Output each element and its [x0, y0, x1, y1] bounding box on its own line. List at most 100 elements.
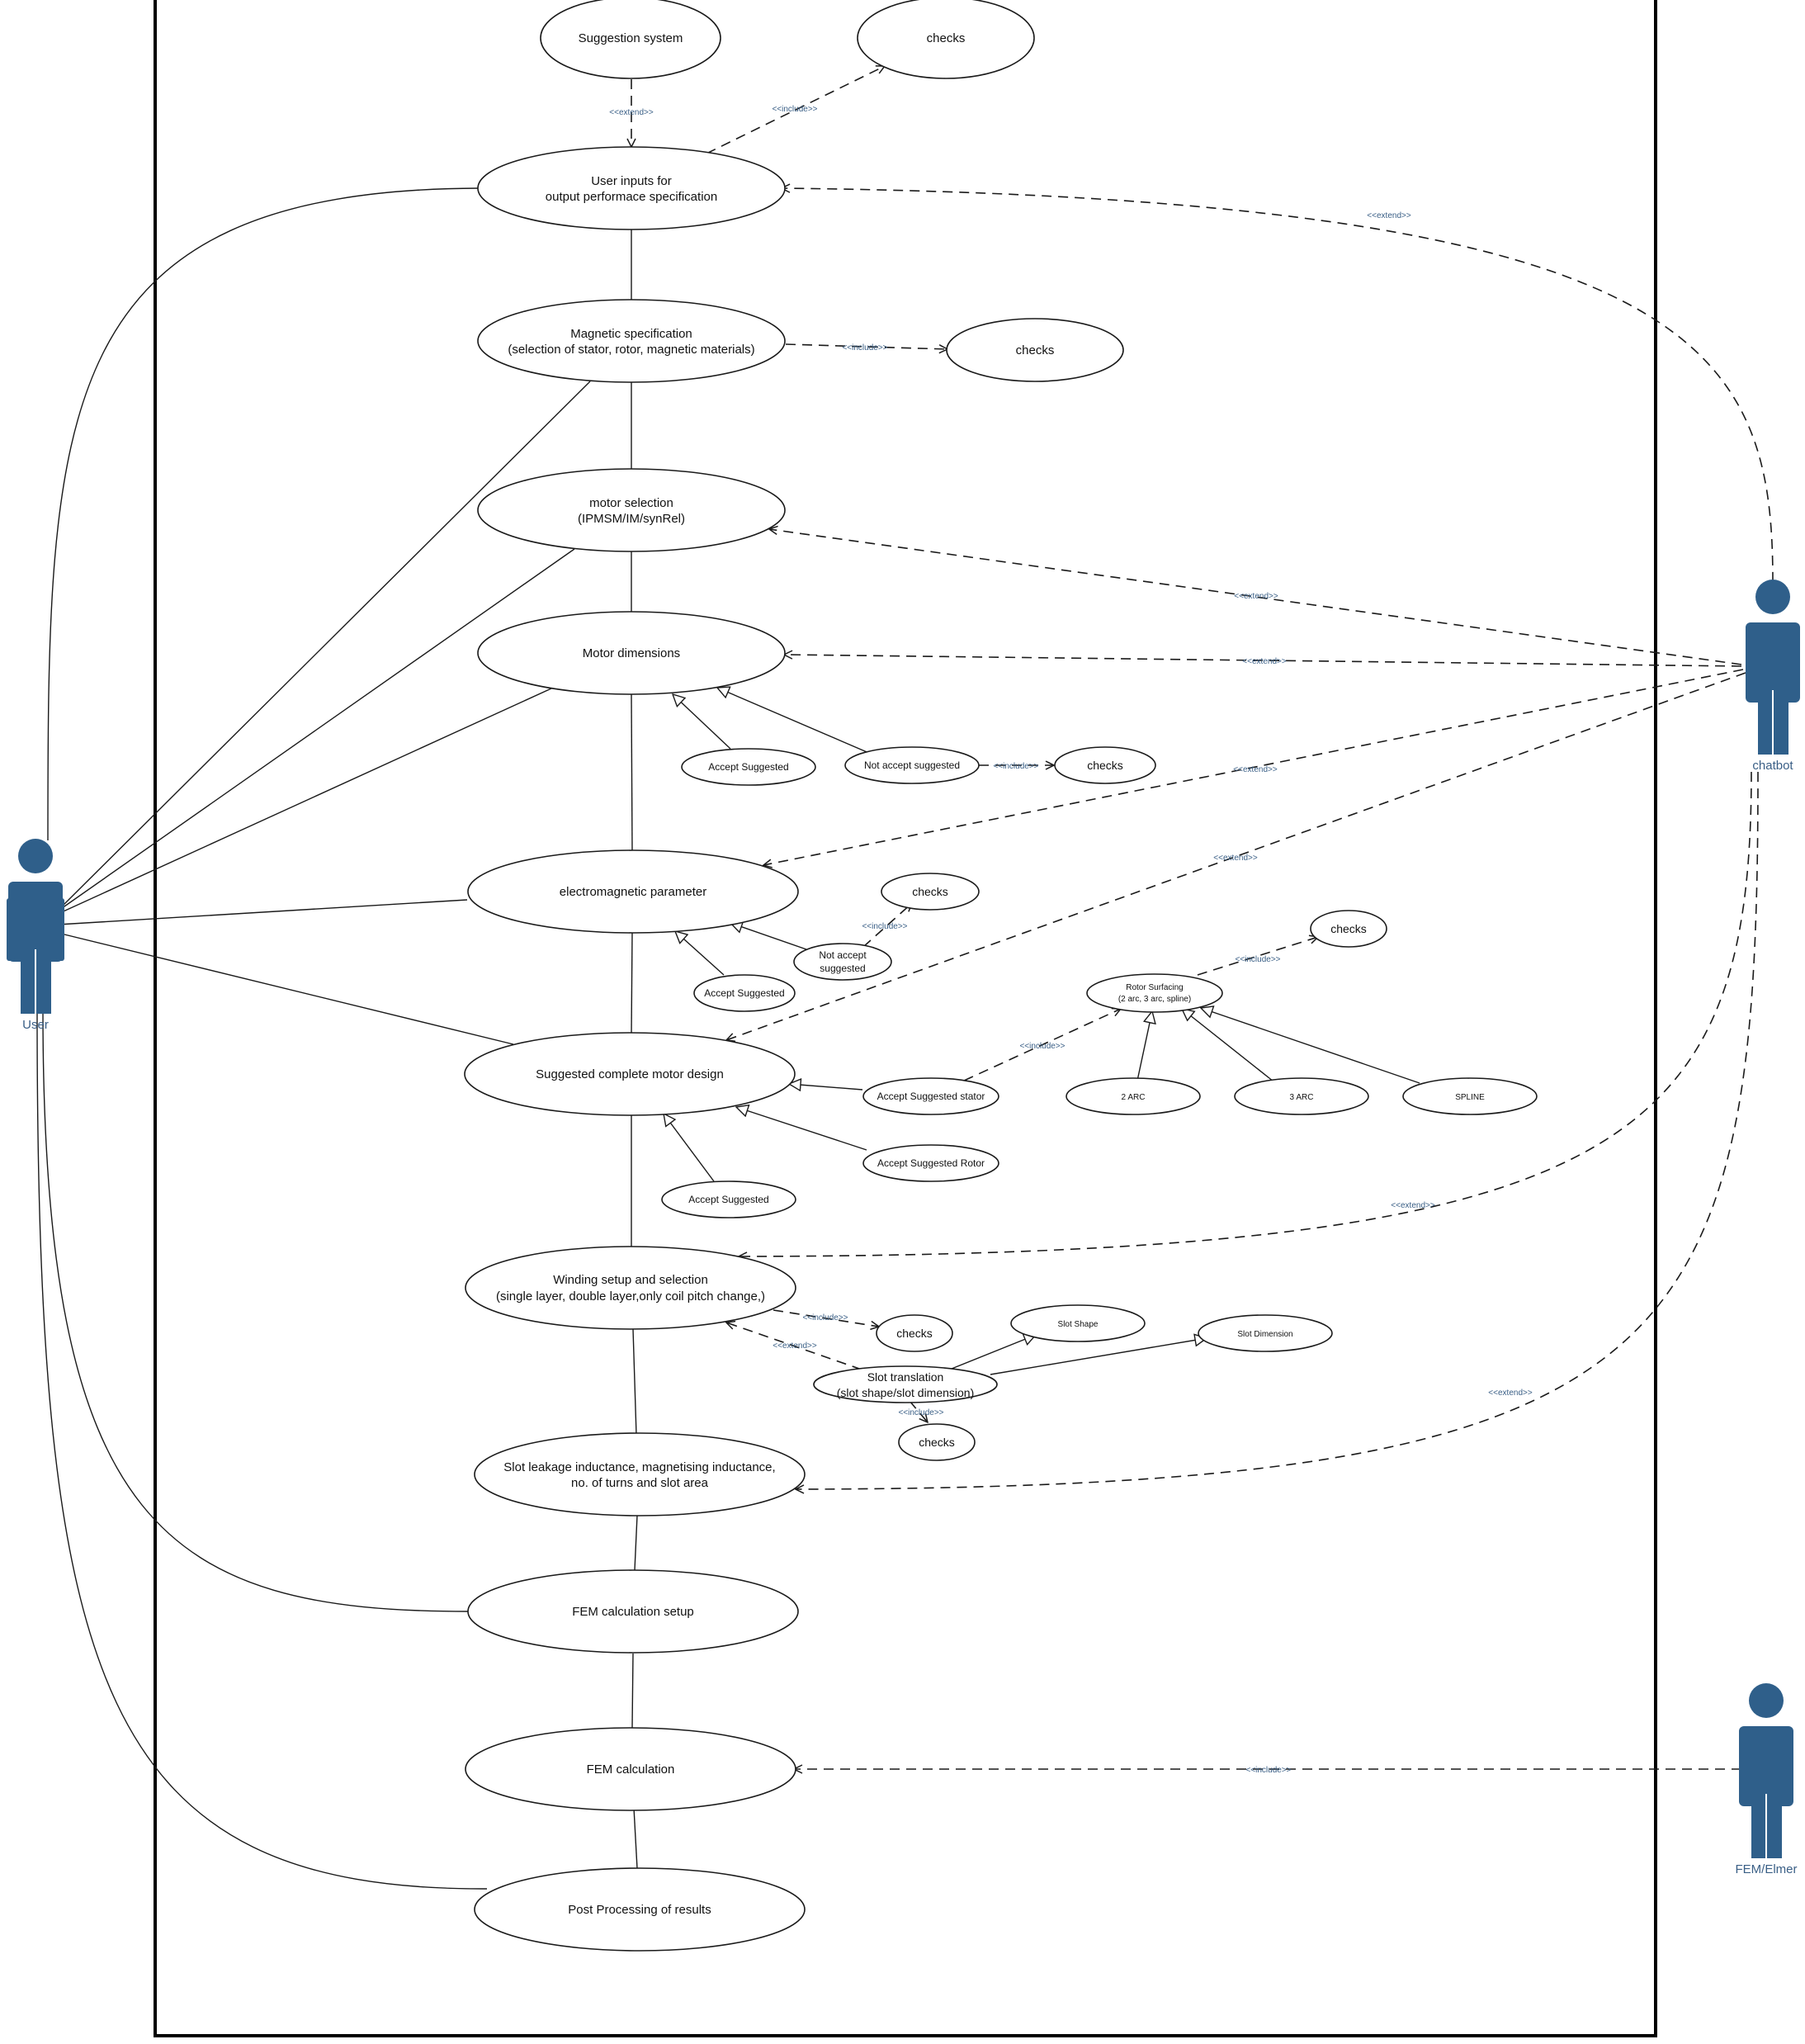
- svg-text:3 ARC: 3 ARC: [1290, 1093, 1314, 1102]
- svg-text:checks: checks: [896, 1327, 933, 1340]
- use-case-checks[interactable]: checks: [898, 1423, 976, 1461]
- use-case-checks[interactable]: checks: [857, 0, 1035, 79]
- svg-text:(2 arc, 3 arc, spline): (2 arc, 3 arc, spline): [1118, 995, 1191, 1004]
- svg-text:Accept Suggested: Accept Suggested: [708, 761, 788, 773]
- use-case-accept-suggested[interactable]: Accept Suggested: [661, 1181, 796, 1218]
- use-case-user-inputs[interactable]: User inputs for output performace specif…: [477, 146, 786, 230]
- svg-text:Accept Suggested stator: Accept Suggested stator: [877, 1091, 985, 1102]
- svg-text:<<include>>: <<include>>: [862, 922, 907, 931]
- use-case-slot-translation[interactable]: Slot translation (slot shape/slot dimens…: [813, 1365, 998, 1403]
- svg-text:Suggestion system: Suggestion system: [579, 31, 683, 45]
- use-case-2-arc[interactable]: 2 ARC: [1066, 1077, 1201, 1115]
- svg-text:<<extend>>: <<extend>>: [609, 108, 654, 117]
- use-case-magnetic-specification[interactable]: Magnetic specification (selection of sta…: [477, 299, 786, 383]
- actor-chatbot[interactable]: chatbot: [1746, 580, 1800, 773]
- svg-text:Accept Suggested: Accept Suggested: [704, 987, 784, 999]
- use-case-motor-dimensions[interactable]: Motor dimensions: [477, 611, 786, 695]
- svg-text:<<include>>: <<include>>: [1235, 955, 1280, 964]
- use-case-slot-leakage-inductance[interactable]: Slot leakage inductance, magnetising ind…: [474, 1432, 806, 1516]
- use-case-accept-suggested-rotor[interactable]: Accept Suggested Rotor: [862, 1144, 999, 1182]
- use-case-fem-calculation[interactable]: FEM calculation: [465, 1727, 796, 1811]
- svg-text:(single layer, double layer,on: (single layer, double layer,only coil pi…: [496, 1289, 765, 1304]
- svg-text:checks: checks: [912, 885, 948, 898]
- use-case-spline[interactable]: SPLINE: [1402, 1077, 1538, 1115]
- svg-text:checks: checks: [1330, 922, 1367, 935]
- svg-text:Accept Suggested Rotor: Accept Suggested Rotor: [877, 1157, 985, 1169]
- svg-text:checks: checks: [919, 1436, 955, 1449]
- use-case-checks[interactable]: checks: [881, 873, 980, 911]
- svg-text:checks: checks: [1087, 759, 1123, 772]
- use-case-checks[interactable]: checks: [1310, 910, 1387, 948]
- use-case-winding-setup[interactable]: Winding setup and selection (single laye…: [465, 1246, 796, 1330]
- svg-text:Slot leakage inductance, magne: Slot leakage inductance, magnetising ind…: [503, 1460, 775, 1474]
- svg-text:User inputs for: User inputs for: [591, 174, 672, 188]
- svg-text:<<extend>>: <<extend>>: [1488, 1389, 1533, 1398]
- svg-text:Slot Dimension: Slot Dimension: [1237, 1330, 1292, 1339]
- use-case-suggestion-system[interactable]: Suggestion system: [540, 0, 721, 79]
- svg-text:Slot Shape: Slot Shape: [1058, 1320, 1099, 1329]
- svg-text:checks: checks: [1016, 343, 1055, 357]
- svg-text:Magnetic specification: Magnetic specification: [570, 327, 692, 341]
- svg-text:<<extend>>: <<extend>>: [1367, 211, 1411, 220]
- system-boundary: [154, 0, 1657, 2037]
- fem-elmer-figure-icon: [1739, 1683, 1793, 1858]
- svg-text:(slot shape/slot dimension): (slot shape/slot dimension): [837, 1386, 975, 1399]
- svg-text:output performace specificatio: output performace specification: [546, 190, 717, 204]
- svg-text:Rotor Surfacing: Rotor Surfacing: [1126, 983, 1183, 992]
- svg-text:Not accept: Not accept: [819, 949, 867, 961]
- svg-text:motor selection: motor selection: [589, 496, 673, 510]
- use-case-slot-shape[interactable]: Slot Shape: [1010, 1304, 1146, 1342]
- use-case-checks[interactable]: checks: [1054, 746, 1156, 784]
- use-case-not-accept-suggested[interactable]: Not accept suggested: [844, 746, 980, 784]
- use-case-rotor-surfacing[interactable]: Rotor Surfacing (2 arc, 3 arc, spline): [1086, 973, 1223, 1013]
- use-case-fem-calculation-setup[interactable]: FEM calculation setup: [467, 1569, 799, 1654]
- actor-user[interactable]: User: [7, 839, 64, 1032]
- svg-text:FEM calculation setup: FEM calculation setup: [572, 1605, 694, 1619]
- use-case-checks[interactable]: checks: [876, 1314, 953, 1352]
- svg-text:electromagnetic parameter: electromagnetic parameter: [560, 885, 706, 899]
- use-case-electromagnetic-parameter[interactable]: electromagnetic parameter: [467, 849, 799, 934]
- svg-text:FEM/Elmer: FEM/Elmer: [1736, 1862, 1798, 1876]
- svg-text:suggested: suggested: [820, 963, 865, 974]
- svg-text:<<include>>: <<include>>: [1245, 1766, 1291, 1775]
- user-associations: [36, 187, 591, 1890]
- svg-text:no. of turns and slot area: no. of turns and slot area: [571, 1476, 709, 1490]
- svg-text:Winding setup and selection: Winding setup and selection: [553, 1273, 708, 1287]
- svg-text:2 ARC: 2 ARC: [1122, 1093, 1146, 1102]
- svg-text:Accept Suggested: Accept Suggested: [688, 1194, 768, 1205]
- svg-text:(selection of stator, rotor, m: (selection of stator, rotor, magnetic ma…: [508, 343, 754, 357]
- svg-text:<<extend>>: <<extend>>: [1233, 765, 1278, 774]
- svg-text:Slot translation: Slot translation: [867, 1370, 944, 1384]
- svg-text:checks: checks: [927, 31, 966, 45]
- svg-text:Motor dimensions: Motor dimensions: [583, 646, 680, 660]
- use-case-3-arc[interactable]: 3 ARC: [1234, 1077, 1369, 1115]
- svg-text:<<extend>>: <<extend>>: [1234, 592, 1278, 601]
- use-case-accept-suggested[interactable]: Accept Suggested: [681, 748, 816, 786]
- svg-text:<<extend>>: <<extend>>: [773, 1341, 817, 1351]
- use-case-accept-suggested[interactable]: Accept Suggested: [693, 974, 796, 1012]
- svg-text:<<include>>: <<include>>: [1019, 1042, 1065, 1051]
- svg-text:<<include>>: <<include>>: [993, 762, 1038, 771]
- use-case-slot-dimension[interactable]: Slot Dimension: [1198, 1314, 1333, 1352]
- svg-text:(IPMSM/IM/synRel): (IPMSM/IM/synRel): [578, 512, 685, 526]
- svg-text:<<extend>>: <<extend>>: [1242, 657, 1287, 666]
- svg-text:<<include>>: <<include>>: [772, 105, 817, 114]
- svg-text:<<extend>>: <<extend>>: [1391, 1201, 1435, 1210]
- use-case-suggested-complete-motor-design[interactable]: Suggested complete motor design: [464, 1032, 796, 1116]
- svg-text:FEM calculation: FEM calculation: [587, 1762, 675, 1777]
- use-case-accept-suggested-stator[interactable]: Accept Suggested stator: [862, 1077, 999, 1115]
- actor-fem-elmer[interactable]: FEM/Elmer: [1736, 1683, 1798, 1876]
- use-case-not-accept-suggested[interactable]: Not accept suggested: [793, 943, 892, 981]
- svg-text:<<include>>: <<include>>: [842, 343, 887, 352]
- svg-text:SPLINE: SPLINE: [1455, 1093, 1485, 1102]
- dependencies: <<extend>> <<include>> <<include>> <<inc…: [609, 66, 1774, 1775]
- svg-text:<<extend>>: <<extend>>: [1213, 854, 1258, 863]
- use-case-motor-selection[interactable]: motor selection (IPMSM/IM/synRel): [477, 468, 786, 552]
- use-case-checks[interactable]: checks: [946, 318, 1124, 382]
- use-case-post-processing[interactable]: Post Processing of results: [474, 1867, 806, 1952]
- svg-text:<<include>>: <<include>>: [898, 1408, 943, 1417]
- svg-text:Suggested complete motor desig: Suggested complete motor design: [536, 1067, 724, 1081]
- svg-text:User: User: [22, 1018, 49, 1032]
- svg-text:Not accept suggested: Not accept suggested: [864, 759, 960, 771]
